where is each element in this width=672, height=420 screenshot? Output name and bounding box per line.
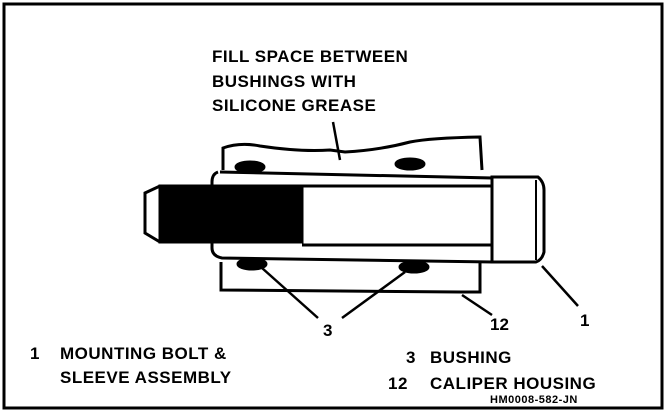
bushing-bottom-left xyxy=(236,257,268,271)
leader-12 xyxy=(461,293,493,317)
note-line: FILL SPACE BETWEEN xyxy=(212,47,409,66)
legend-label: MOUNTING BOLT & xyxy=(60,344,227,363)
caliper-housing-lower xyxy=(219,262,482,294)
note-leader xyxy=(331,121,342,161)
leader-3-left xyxy=(261,267,319,319)
frame xyxy=(2,2,664,410)
leader-1 xyxy=(541,265,579,307)
callout-1: 1 xyxy=(580,311,589,330)
legend-num: 1 xyxy=(30,344,40,363)
figure-code: HM0008-582-JN xyxy=(490,394,578,406)
bushing-top-left xyxy=(234,160,266,174)
caliper-housing-upper xyxy=(221,135,484,171)
bolt-head xyxy=(490,175,546,264)
bolt-threads xyxy=(158,184,304,244)
legend-label: CALIPER HOUSING xyxy=(430,374,597,393)
callout-12: 12 xyxy=(490,315,509,334)
sleeve xyxy=(210,170,494,264)
legend-num: 12 xyxy=(388,374,408,393)
bushing-bottom-right xyxy=(398,260,430,274)
leader-3-right xyxy=(341,270,406,320)
legend-label: SLEEVE ASSEMBLY xyxy=(60,368,232,387)
callout-3: 3 xyxy=(323,321,332,340)
note-line: BUSHINGS WITH xyxy=(212,72,357,91)
note-line: SILICONE GREASE xyxy=(212,96,377,115)
legend-label: BUSHING xyxy=(430,348,512,367)
legend-num: 3 xyxy=(406,348,416,367)
bushing-top-right xyxy=(394,157,426,171)
